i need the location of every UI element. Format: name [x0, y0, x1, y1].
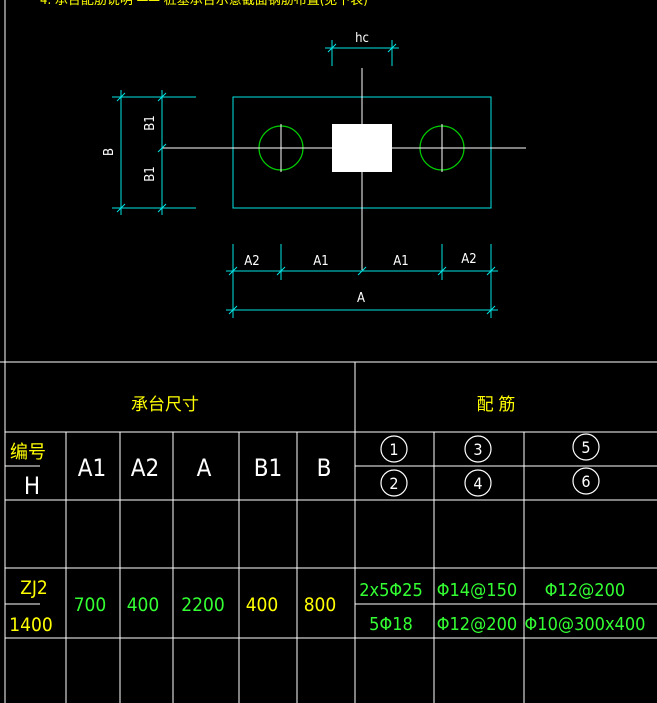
col-h-header: H	[24, 472, 40, 500]
dimension-hc-label: hc	[355, 31, 369, 46]
row-rebar-1: 2x5Φ25	[359, 580, 423, 601]
pile-cap-plan: hc B B1 B1	[102, 31, 526, 318]
rebar-table-grid	[5, 362, 657, 703]
dimension-b	[112, 90, 196, 215]
dimension-hc	[325, 40, 399, 66]
dimension-a2-right-label: A2	[461, 252, 476, 267]
rebar-2-marker-label: 2	[389, 474, 398, 493]
group-size-title: 承台尺寸	[131, 395, 199, 415]
col-a1-header: A1	[78, 454, 107, 482]
row-h: 1400	[9, 614, 53, 636]
dimension-a2-left-label: A2	[244, 254, 259, 269]
row-rebar-3: Φ14@150	[437, 580, 517, 601]
column-section	[332, 124, 392, 172]
row-rebar-5: Φ12@200	[545, 580, 625, 601]
rebar-1-marker-label: 1	[389, 440, 398, 459]
row-b1: 400	[246, 594, 279, 616]
row-rebar-2: 5Φ18	[369, 614, 413, 635]
row-b: 800	[304, 594, 337, 616]
rebar-number-markers	[380, 433, 600, 497]
row-rebar-4: Φ12@200	[437, 614, 517, 635]
row-a1: 700	[74, 594, 107, 616]
dimension-a1-right-label: A1	[393, 254, 408, 269]
col-b-header: B	[317, 454, 332, 482]
dimension-a1-left-label: A1	[313, 254, 328, 269]
row-rebar-6: Φ10@300x400	[525, 614, 646, 635]
col-a-header: A	[197, 454, 212, 482]
rebar-6-marker-label: 6	[581, 472, 590, 491]
col-b1-header: B1	[254, 454, 283, 482]
group-rebar-title: 配 筋	[477, 395, 516, 415]
rebar-4-marker-label: 4	[473, 474, 482, 493]
header-fragment: 4. 承台配筋说明 —— 桩基承台示意截面钢筋布置(见下表)	[40, 0, 368, 8]
rebar-3-marker-label: 3	[473, 440, 482, 459]
dimension-b1-top-label: B1	[143, 115, 158, 130]
row-a2: 400	[127, 594, 160, 616]
dimension-b-label: B	[102, 148, 117, 156]
row-a: 2200	[181, 594, 225, 616]
col-id-header: 编号	[10, 442, 46, 463]
row-id: ZJ2	[20, 577, 48, 599]
col-a2-header: A2	[131, 454, 160, 482]
dimension-b1-bottom-label: B1	[143, 166, 158, 181]
rebar-5-marker-label: 5	[581, 438, 590, 457]
dimension-a-label: A	[357, 291, 365, 306]
dimension-a	[226, 244, 498, 318]
